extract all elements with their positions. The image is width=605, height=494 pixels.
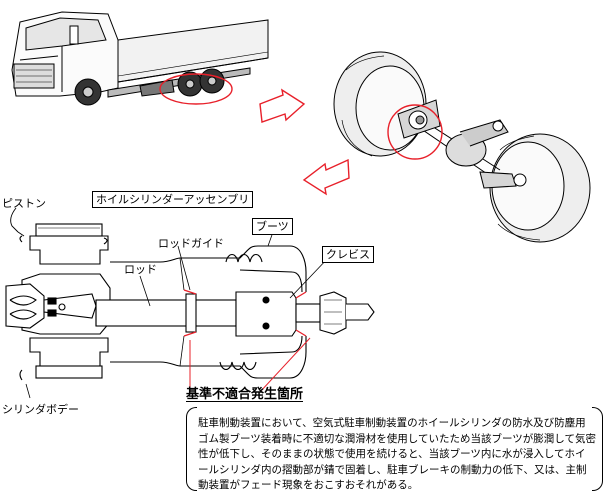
- label-piston: ピストン: [2, 197, 46, 210]
- label-rod: ロッド: [124, 263, 157, 276]
- label-boot: ブーツ: [252, 218, 293, 235]
- wheel-cylinder-section: [5, 207, 375, 381]
- label-nonconformity-location: 基準不適合発生箇所: [186, 387, 304, 402]
- arrow-left-icon: [302, 158, 350, 196]
- highlight-leaders: [189, 337, 311, 393]
- highlight-circle-axle: [387, 104, 443, 160]
- arrow-right-icon: [259, 88, 306, 123]
- label-clevis: クレビス: [322, 246, 374, 263]
- label-rod-guide: ロッドガイド: [158, 237, 224, 250]
- leader-lines: [25, 231, 331, 399]
- highlight-ellipse-truck: [159, 73, 233, 105]
- label-wheel-cylinder-assembly: ホイルシリンダーアッセンブリ: [92, 191, 254, 208]
- truck-illustration: [11, 11, 269, 106]
- label-cylinder-body: シリンダボデー: [2, 403, 79, 416]
- description-note: 駐車制動装置において、空気式駐車制動装置のホイールシリンダの防水及び防塵用ゴム製…: [198, 417, 596, 491]
- note-bracket-left: [186, 407, 197, 491]
- axle-assembly-illustration: [333, 51, 591, 243]
